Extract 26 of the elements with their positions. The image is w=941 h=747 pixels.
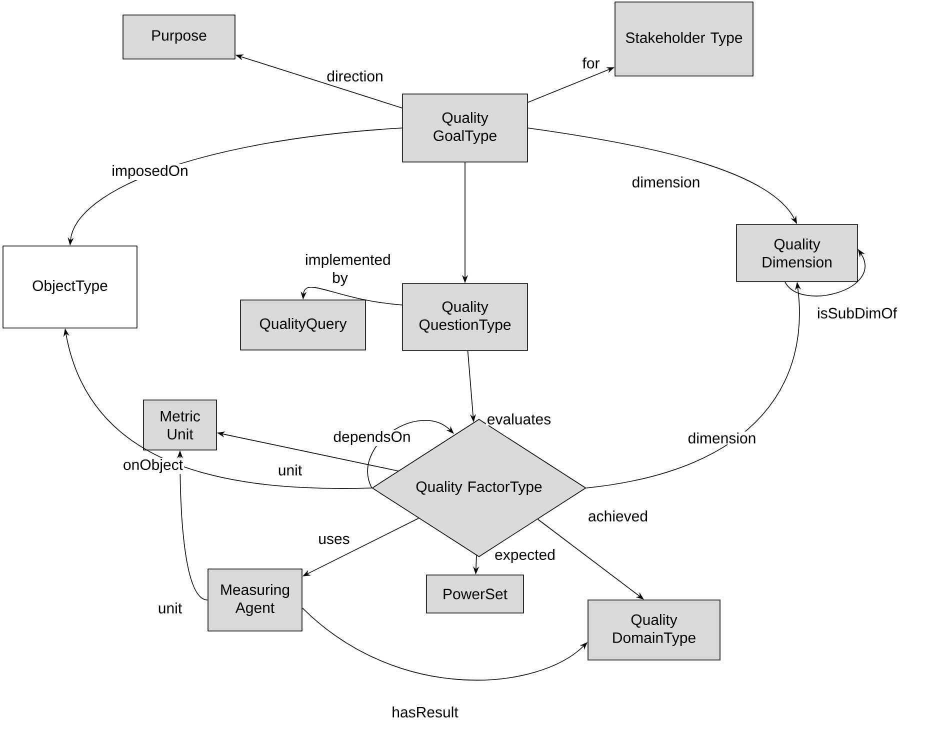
class-box: PowerSet [426,574,524,614]
edge-label: imposedOn [110,164,190,180]
edge-label: dimension [686,431,758,444]
class-box: Quality GoalType [402,94,528,162]
class-box: Quality Dimension [736,224,858,282]
edge-label: unit [156,602,184,614]
edge-label: onObject [122,458,184,474]
class-box: Stakeholder Type [614,2,754,76]
edge-label: achieved [587,510,650,522]
edge-label: isSubDimOf [816,306,898,320]
edge-label: unit [276,464,304,476]
class-box: Measuring Agent [208,568,302,632]
edge-label: evaluates [486,412,552,426]
class-box: Quality QuestionType [402,283,528,351]
edge-label: for [581,56,601,70]
class-box: Purpose [122,14,236,60]
class-box: QualityQuery [240,300,366,350]
edge-label: uses [317,534,351,546]
edge-label: implemented by [304,253,390,287]
edge-label: dependsOn [332,430,412,446]
class-box: ObjectType [2,246,138,328]
edge-label: dimension [630,175,702,188]
class-box: Quality DomainType [588,600,720,660]
edge-label: direction [326,69,384,82]
edge-label: hasResult [390,706,460,718]
class-box: Metric Unit [143,400,217,450]
